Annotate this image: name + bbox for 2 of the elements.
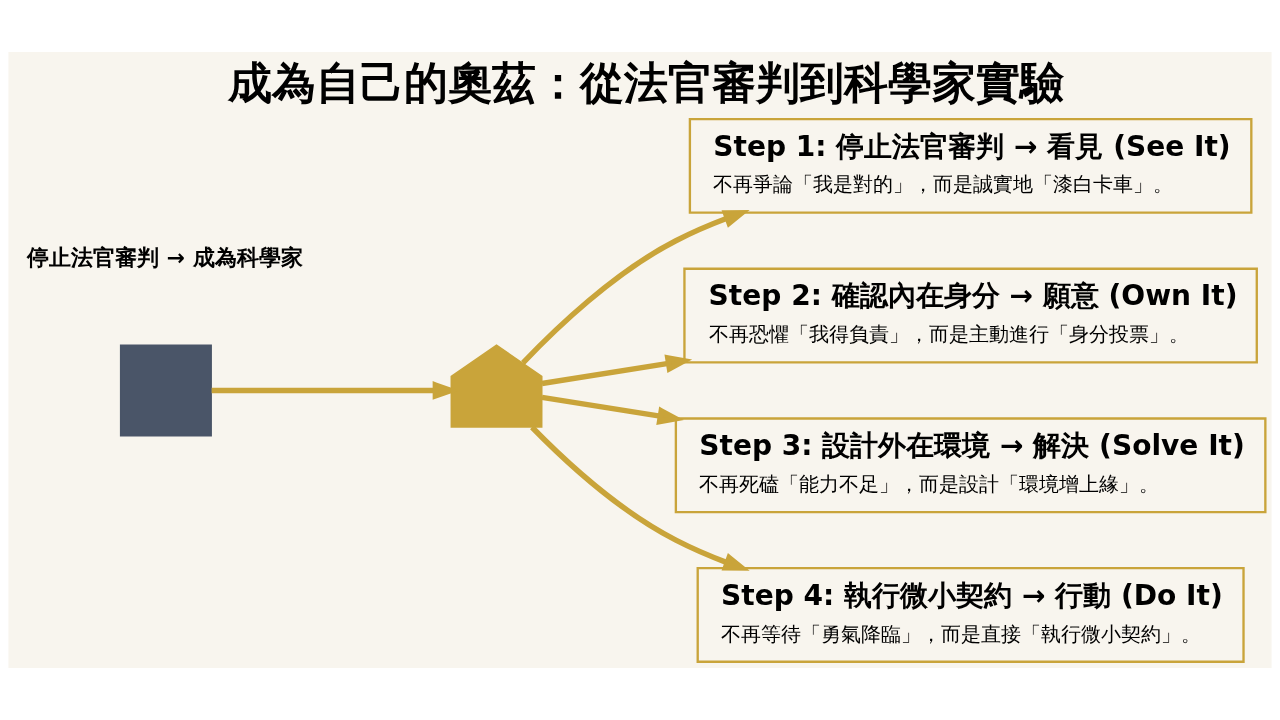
label: 停止法官審判 → 成為科學家 xyxy=(27,245,303,271)
diagram-title: 成為自己的奧茲：從法官審判到科學家實驗 xyxy=(228,56,1065,108)
